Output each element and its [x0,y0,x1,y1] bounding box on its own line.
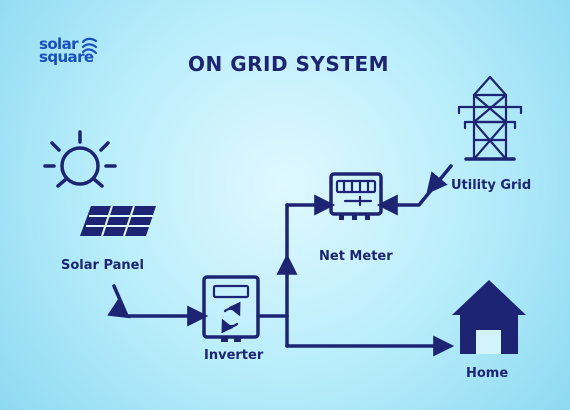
solar-to-inverter-connection [107,284,209,327]
utility-grid-label: Utility Grid [451,178,532,193]
net-meter-label: Net Meter [319,249,393,264]
net-meter-icon [329,172,383,220]
grid-to-meter-connection [376,164,453,216]
logo-word-solar: solar [39,35,79,53]
home-icon [452,280,526,354]
inverter-output-connection [256,194,455,357]
solar-panel-label: Solar Panel [61,258,144,273]
page-title: ON GRID SYSTEM [188,52,390,76]
logo-word-square: square [39,47,94,66]
solarsquare-logo: solar square [39,35,99,66]
home-label: Home [466,366,509,381]
solar-panel-icon [80,205,156,237]
inverter-label: Inverter [204,348,264,363]
inverter-icon [202,275,260,342]
sun-icon [43,130,117,188]
logo-mark-icon [81,37,98,55]
power-tower-icon [457,75,523,161]
